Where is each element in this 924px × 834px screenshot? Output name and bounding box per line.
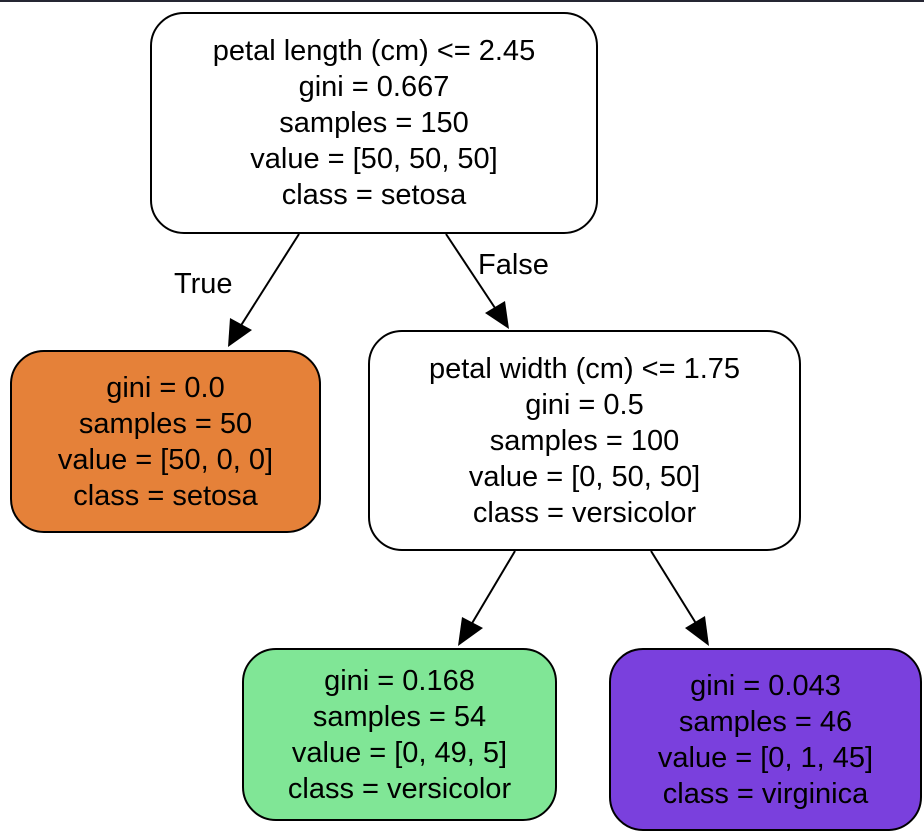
node-value: value = [0, 1, 45]: [657, 741, 874, 774]
node-value: value = [50, 50, 50]: [250, 143, 498, 175]
arrowhead: [228, 318, 252, 347]
top-border-strip: [0, 0, 924, 2]
tree-node-leaf-setosa: gini = 0.0 samples = 50 value = [50, 0, …: [10, 350, 321, 533]
edge-internal-to-leaf-versicolor: [458, 550, 516, 646]
node-gini: gini = 0.168: [324, 664, 475, 697]
node-gini: gini = 0.5: [525, 388, 644, 421]
node-value: value = [0, 50, 50]: [468, 460, 701, 493]
node-split-condition: petal width (cm) <= 1.75: [428, 352, 741, 385]
node-class: class = setosa: [73, 479, 258, 512]
node-class: class = versicolor: [472, 496, 697, 529]
node-class: class = setosa: [281, 179, 467, 211]
arrowhead: [685, 616, 709, 646]
edge-root-to-internal: [445, 233, 509, 329]
node-value: value = [0, 49, 5]: [291, 736, 508, 769]
edge-internal-to-leaf-virginica: [650, 550, 709, 646]
node-split-condition: petal length (cm) <= 2.45: [212, 35, 536, 67]
node-gini: gini = 0.667: [298, 71, 450, 103]
node-samples: samples = 46: [678, 705, 853, 738]
edge-root-to-leaf-setosa: [228, 233, 300, 347]
node-gini: gini = 0.043: [690, 669, 841, 702]
node-class: class = virginica: [662, 777, 869, 810]
node-samples: samples = 54: [312, 700, 487, 733]
tree-node-root: petal length (cm) <= 2.45 gini = 0.667 s…: [150, 12, 598, 234]
node-value: value = [50, 0, 0]: [57, 443, 274, 476]
node-samples: samples = 100: [489, 424, 680, 457]
tree-node-leaf-versicolor: gini = 0.168 samples = 54 value = [0, 49…: [242, 648, 557, 821]
arrowhead: [458, 617, 483, 646]
arrowhead: [485, 301, 509, 329]
tree-node-leaf-virginica: gini = 0.043 samples = 46 value = [0, 1,…: [609, 648, 922, 831]
edge-label-false: False: [478, 249, 549, 281]
edge-label-true: True: [174, 268, 233, 300]
node-class: class = versicolor: [287, 772, 512, 805]
node-samples: samples = 150: [279, 107, 469, 139]
tree-node-internal-petal-width: petal width (cm) <= 1.75 gini = 0.5 samp…: [368, 330, 801, 551]
node-samples: samples = 50: [78, 407, 253, 440]
node-gini: gini = 0.0: [106, 371, 225, 404]
